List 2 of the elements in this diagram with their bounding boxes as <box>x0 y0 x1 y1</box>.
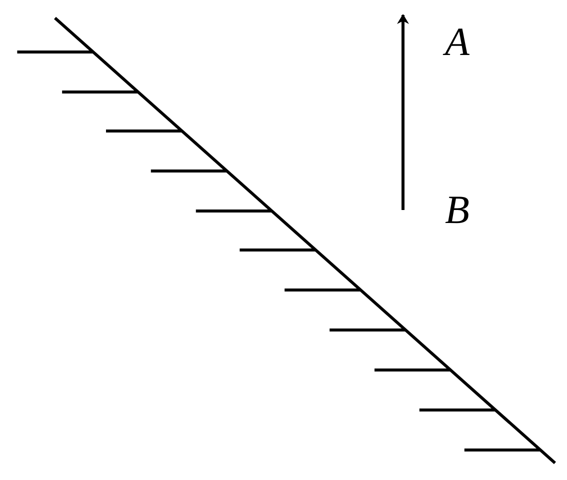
point-label: A <box>445 22 470 62</box>
point-label: B <box>445 190 470 230</box>
